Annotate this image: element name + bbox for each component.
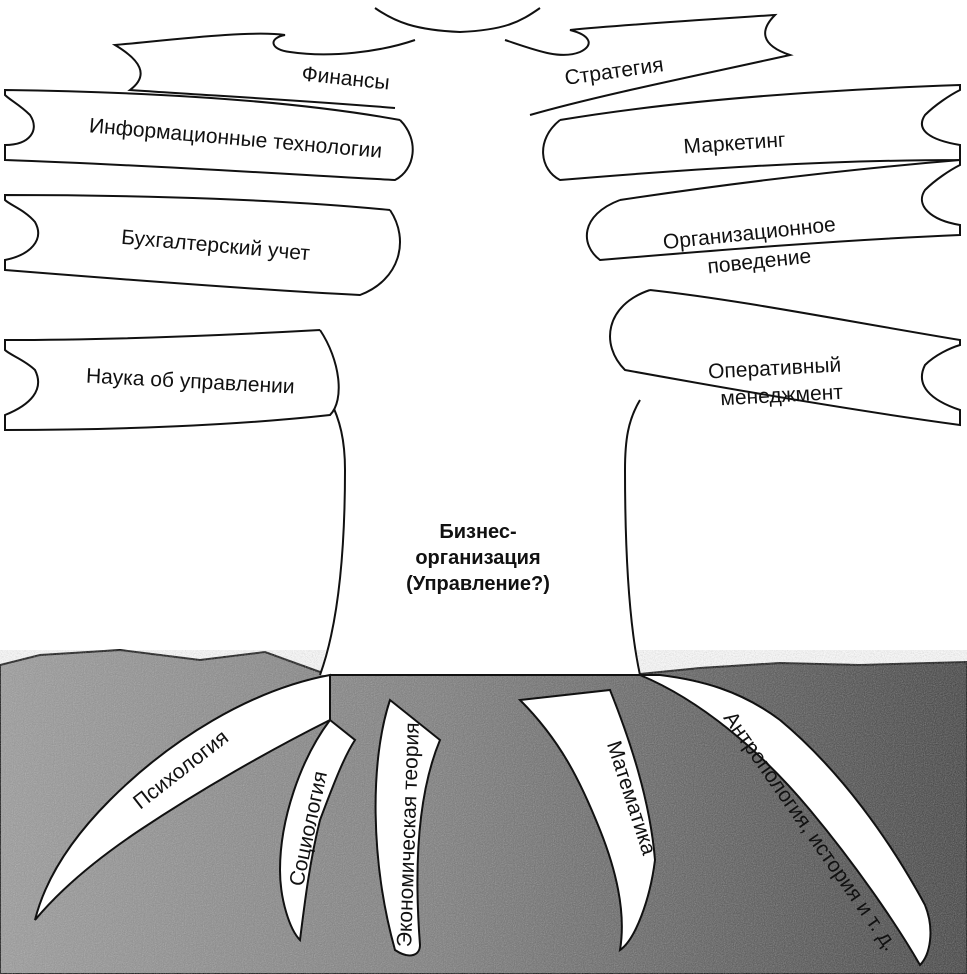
trunk-label-line1: Бизнес- [439, 521, 516, 543]
trunk-label-line3: (Управление?) [406, 573, 550, 595]
trunk-label-line2: организация [415, 547, 540, 569]
